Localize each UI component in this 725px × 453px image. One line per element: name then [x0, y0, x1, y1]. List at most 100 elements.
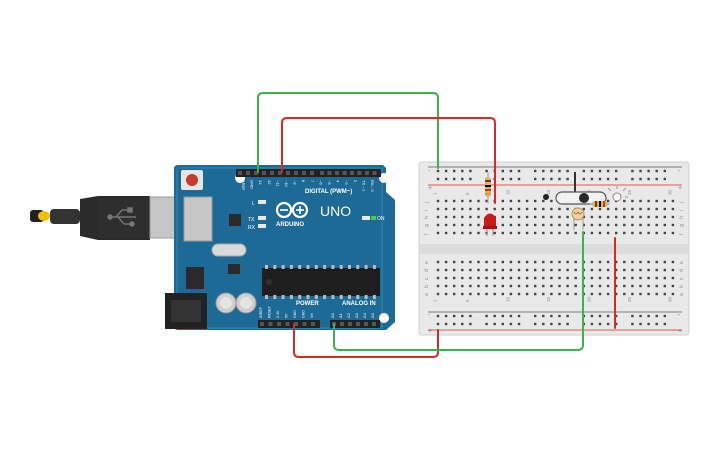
terminal-hole[interactable] [493, 284, 496, 288]
rail-hole[interactable] [501, 322, 504, 326]
terminal-hole[interactable] [566, 231, 569, 235]
terminal-hole[interactable] [663, 268, 666, 272]
rail-hole[interactable] [550, 322, 553, 326]
terminal-hole[interactable] [477, 207, 480, 211]
rail-hole[interactable] [517, 169, 521, 173]
terminal-hole[interactable] [671, 199, 675, 203]
terminal-hole[interactable] [550, 260, 553, 264]
terminal-hole[interactable] [631, 276, 634, 280]
rail-hole[interactable] [542, 322, 545, 326]
terminal-hole[interactable] [655, 284, 658, 288]
rail-hole[interactable] [631, 322, 634, 326]
terminal-hole[interactable] [647, 292, 650, 296]
rail-hole[interactable] [606, 314, 610, 318]
terminal-hole[interactable] [469, 215, 472, 219]
terminal-hole[interactable] [469, 284, 472, 288]
rail-hole[interactable] [493, 314, 496, 318]
terminal-hole[interactable] [550, 268, 553, 272]
rail-hole[interactable] [461, 322, 464, 326]
header-pin[interactable] [342, 171, 347, 175]
terminal-hole[interactable] [639, 215, 642, 219]
rail-hole[interactable] [444, 177, 448, 181]
terminal-hole[interactable] [525, 268, 529, 272]
terminal-hole[interactable] [501, 223, 504, 227]
terminal-hole[interactable] [461, 260, 464, 264]
terminal-hole[interactable] [671, 284, 675, 288]
terminal-hole[interactable] [566, 260, 569, 264]
terminal-hole[interactable] [444, 292, 448, 296]
power-pin[interactable] [260, 322, 264, 326]
terminal-hole[interactable] [639, 284, 642, 288]
rail-hole[interactable] [606, 322, 610, 326]
header-pin[interactable] [246, 171, 250, 175]
terminal-hole[interactable] [590, 260, 594, 264]
rail-hole[interactable] [469, 177, 472, 181]
rail-hole[interactable] [566, 322, 569, 326]
terminal-hole[interactable] [542, 260, 545, 264]
terminal-hole[interactable] [517, 276, 521, 280]
rail-hole[interactable] [517, 322, 521, 326]
terminal-hole[interactable] [534, 231, 537, 235]
terminal-hole[interactable] [517, 215, 521, 219]
potentiometer[interactable] [543, 172, 607, 205]
rail-hole[interactable] [558, 169, 561, 173]
rail-hole[interactable] [655, 314, 658, 318]
terminal-hole[interactable] [477, 231, 480, 235]
terminal-hole[interactable] [436, 223, 440, 227]
terminal-hole[interactable] [647, 215, 650, 219]
terminal-hole[interactable] [615, 231, 618, 235]
terminal-hole[interactable] [647, 284, 650, 288]
photoresistor[interactable] [571, 207, 585, 230]
rail-hole[interactable] [550, 314, 553, 318]
terminal-hole[interactable] [615, 292, 618, 296]
terminal-hole[interactable] [444, 215, 448, 219]
terminal-hole[interactable] [615, 223, 618, 227]
terminal-hole[interactable] [566, 292, 569, 296]
terminal-hole[interactable] [582, 223, 585, 227]
terminal-hole[interactable] [493, 276, 496, 280]
wire-green-gnd[interactable] [257, 92, 439, 173]
rail-hole[interactable] [444, 322, 448, 326]
terminal-hole[interactable] [671, 207, 675, 211]
terminal-hole[interactable] [663, 231, 666, 235]
terminal-hole[interactable] [590, 268, 594, 272]
terminal-hole[interactable] [550, 292, 553, 296]
rail-hole[interactable] [566, 169, 569, 173]
rail-hole[interactable] [647, 322, 650, 326]
power-pin[interactable] [302, 322, 307, 326]
wire-green-a0[interactable] [333, 231, 584, 351]
terminal-hole[interactable] [444, 260, 448, 264]
terminal-hole[interactable] [606, 199, 610, 203]
terminal-hole[interactable] [493, 231, 496, 235]
terminal-hole[interactable] [534, 260, 537, 264]
terminal-hole[interactable] [461, 199, 464, 203]
terminal-hole[interactable] [558, 231, 561, 235]
wire-red-pin11[interactable] [281, 117, 496, 204]
terminal-hole[interactable] [631, 207, 634, 211]
terminal-hole[interactable] [509, 276, 513, 280]
terminal-hole[interactable] [436, 268, 440, 272]
terminal-hole[interactable] [606, 207, 610, 211]
terminal-hole[interactable] [534, 199, 537, 203]
terminal-hole[interactable] [550, 215, 553, 219]
terminal-hole[interactable] [590, 284, 594, 288]
rail-hole[interactable] [501, 314, 504, 318]
terminal-hole[interactable] [663, 215, 666, 219]
terminal-hole[interactable] [655, 199, 658, 203]
terminal-hole[interactable] [517, 260, 521, 264]
terminal-hole[interactable] [501, 292, 504, 296]
terminal-hole[interactable] [671, 231, 675, 235]
terminal-hole[interactable] [631, 284, 634, 288]
rail-hole[interactable] [436, 322, 440, 326]
terminal-hole[interactable] [655, 223, 658, 227]
terminal-hole[interactable] [534, 284, 537, 288]
rail-hole[interactable] [590, 322, 594, 326]
terminal-hole[interactable] [517, 284, 521, 288]
terminal-hole[interactable] [623, 207, 626, 211]
terminal-hole[interactable] [509, 284, 513, 288]
terminal-hole[interactable] [639, 199, 642, 203]
terminal-hole[interactable] [550, 199, 553, 203]
terminal-hole[interactable] [574, 276, 577, 280]
rail-hole[interactable] [542, 177, 545, 181]
